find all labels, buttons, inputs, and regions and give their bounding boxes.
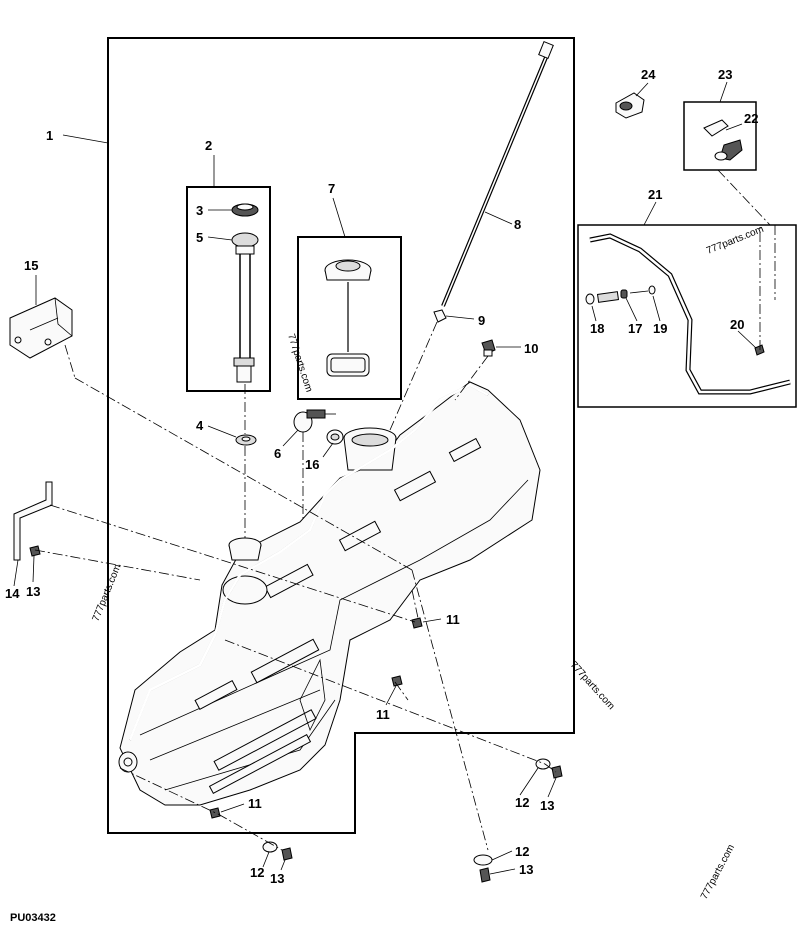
callout-10: 10 <box>524 341 538 356</box>
part-15-bracket <box>9 297 73 359</box>
callout-14: 14 <box>5 586 20 601</box>
fuel-cap-box <box>297 236 402 400</box>
fuel-sender <box>231 203 259 383</box>
part-10 <box>481 339 496 357</box>
part-17 <box>596 289 649 303</box>
part-12-c <box>473 854 493 866</box>
callout-22: 22 <box>744 111 758 126</box>
callout-11b: 11 <box>376 707 390 722</box>
fuel-tank <box>118 381 541 806</box>
part-12-a <box>535 758 551 770</box>
part-18 <box>585 293 595 305</box>
callout-9: 9 <box>478 313 485 328</box>
watermark-2: 777parts.com <box>285 333 314 394</box>
callout-21: 21 <box>648 187 662 202</box>
part-4 <box>235 434 257 446</box>
figure-id: PU03432 <box>10 912 56 924</box>
part-13-bolt-d <box>479 867 491 883</box>
part-13-bolt-a <box>29 545 41 557</box>
callout-18: 18 <box>590 321 604 336</box>
callout-3: 3 <box>196 203 203 218</box>
part-20 <box>754 344 765 356</box>
sender-kit-box <box>186 186 271 392</box>
callout-13b: 13 <box>540 798 554 813</box>
callout-12b: 12 <box>250 865 264 880</box>
assembly-frame <box>107 37 575 834</box>
watermark-4: 777parts.com <box>568 660 617 712</box>
callout-labels: 1 2 3 5 7 8 9 10 4 6 16 15 14 13 11 11 1… <box>5 67 758 886</box>
callout-23: 23 <box>718 67 732 82</box>
fuel-cap <box>324 259 372 377</box>
part-24 <box>615 92 645 119</box>
callout-5: 5 <box>196 230 203 245</box>
part-14-bracket <box>13 481 53 561</box>
callout-12a: 12 <box>515 795 529 810</box>
part-11-a <box>411 617 423 629</box>
part-16 <box>326 429 344 445</box>
callout-17: 17 <box>628 321 642 336</box>
leader-lines <box>13 81 757 875</box>
callout-6: 6 <box>274 446 281 461</box>
part-11-b <box>391 675 403 687</box>
callout-11a: 11 <box>446 612 460 627</box>
part-11-c <box>209 807 221 819</box>
watermark-5: 777parts.com <box>699 843 737 902</box>
part-9 <box>433 309 447 323</box>
callout-19: 19 <box>653 321 667 336</box>
part-22 <box>703 119 743 161</box>
callout-2: 2 <box>205 138 212 153</box>
callout-16: 16 <box>305 457 319 472</box>
callout-20: 20 <box>730 317 744 332</box>
part-6 <box>293 409 336 433</box>
callout-24: 24 <box>641 67 656 82</box>
callout-7: 7 <box>328 181 335 196</box>
callout-8: 8 <box>514 217 521 232</box>
rod <box>441 40 554 307</box>
callout-12c: 12 <box>515 844 529 859</box>
assembly-lines <box>34 169 776 851</box>
callout-13d: 13 <box>519 862 533 877</box>
callout-1: 1 <box>46 128 53 143</box>
part-13-bolt-b <box>551 765 563 779</box>
callout-13c: 13 <box>270 871 284 886</box>
callout-4: 4 <box>196 418 204 433</box>
part-19 <box>648 285 656 295</box>
callout-13a: 13 <box>26 584 40 599</box>
watermark-1: 777parts.com <box>705 224 765 257</box>
hose-kit-box <box>577 224 797 408</box>
part-21-hose <box>589 233 791 395</box>
callout-11c: 11 <box>248 796 262 811</box>
part-13-bolt-c <box>281 847 293 861</box>
callout-15: 15 <box>24 258 38 273</box>
